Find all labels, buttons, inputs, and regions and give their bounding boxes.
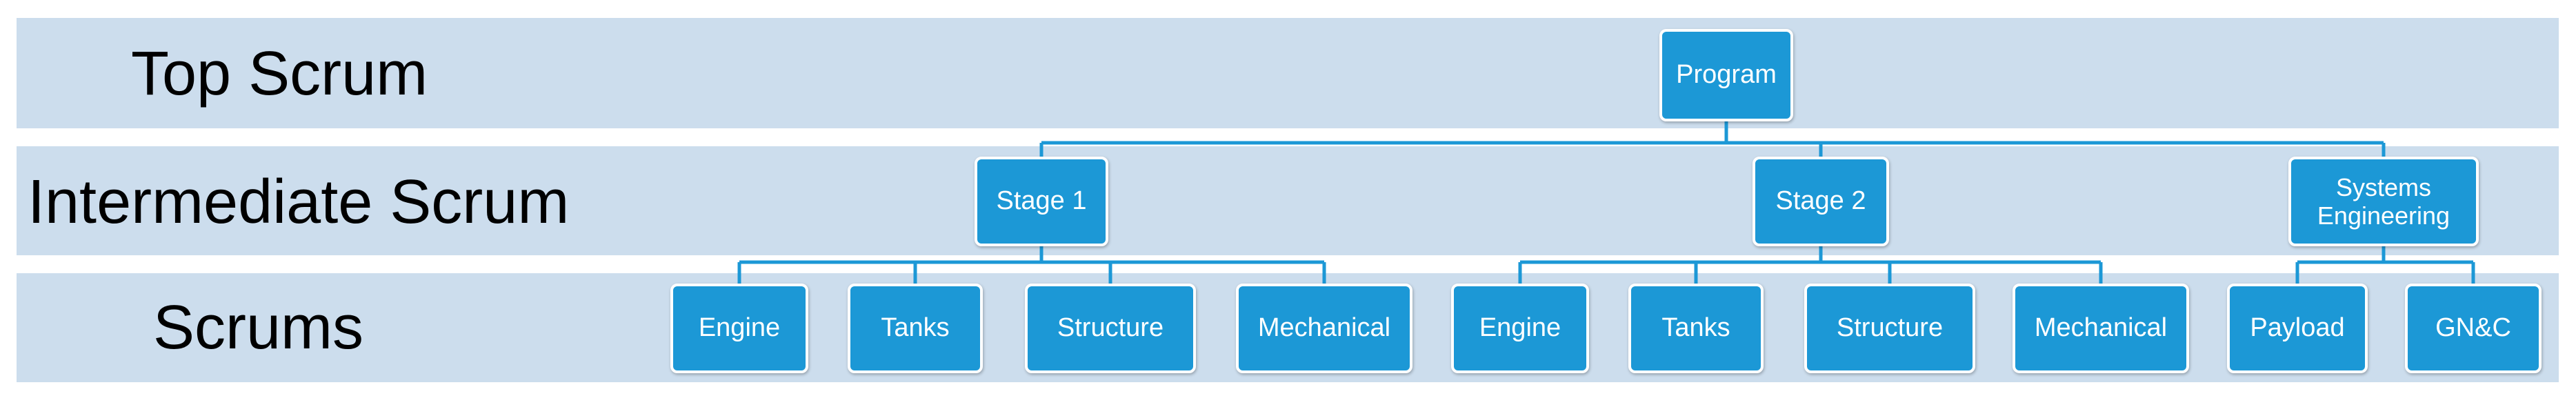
node-stage2-structure[interactable]: Structure [1804, 284, 1975, 373]
node-program[interactable]: Program [1659, 29, 1793, 121]
node-stage1-tanks[interactable]: Tanks [848, 284, 983, 373]
level-label-scrums: Scrums [153, 293, 364, 362]
intermediate-scrum-band [17, 146, 2559, 255]
node-systems-engineering-label-line1: Systems [2335, 172, 2432, 201]
node-systems-engineering-payload[interactable]: Payload [2227, 284, 2368, 373]
node-stage2-structure-label: Structure [1836, 313, 1944, 343]
node-systems-engineering-label-line2: Engineering [2317, 201, 2450, 230]
node-stage2-tanks[interactable]: Tanks [1628, 284, 1764, 373]
node-systems-engineering[interactable]: Systems Engineering [2288, 157, 2479, 246]
node-stage1-structure[interactable]: Structure [1025, 284, 1196, 373]
level-label-intermediate-scrum: Intermediate Scrum [28, 168, 570, 237]
node-stage-2[interactable]: Stage 2 [1753, 157, 1889, 246]
node-stage2-tanks-label: Tanks [1661, 313, 1730, 343]
node-stage1-engine-label: Engine [698, 313, 781, 343]
node-stage-1[interactable]: Stage 1 [975, 157, 1108, 246]
node-payload-label: Payload [2250, 313, 2345, 343]
node-stage-1-label: Stage 1 [996, 186, 1087, 216]
node-stage2-engine-label: Engine [1479, 313, 1561, 343]
node-stage1-structure-label: Structure [1057, 313, 1164, 343]
node-systems-engineering-gnc[interactable]: GN&C [2405, 284, 2542, 373]
node-stage1-mechanical-label: Mechanical [1257, 313, 1391, 343]
node-stage2-mechanical-label: Mechanical [2034, 313, 2168, 343]
node-stage2-mechanical[interactable]: Mechanical [2013, 284, 2189, 373]
node-stage-2-label: Stage 2 [1775, 186, 1866, 216]
node-stage1-mechanical[interactable]: Mechanical [1236, 284, 1412, 373]
node-gnc-label: GN&C [2435, 313, 2511, 343]
level-label-top-scrum: Top Scrum [131, 39, 428, 108]
node-program-label: Program [1676, 60, 1777, 90]
top-scrum-band [17, 18, 2559, 128]
node-stage2-engine[interactable]: Engine [1451, 284, 1589, 373]
node-stage1-tanks-label: Tanks [881, 313, 950, 343]
node-stage1-engine[interactable]: Engine [670, 284, 808, 373]
